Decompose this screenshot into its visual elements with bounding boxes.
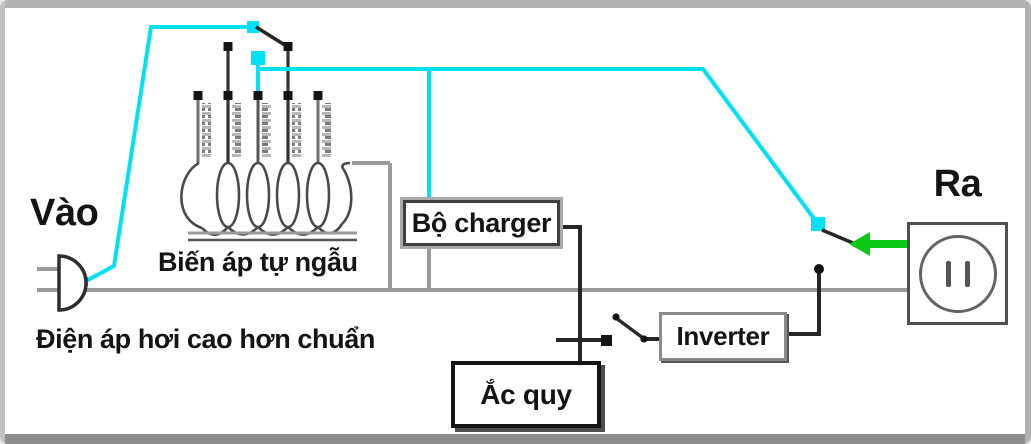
tap-label [202, 103, 211, 157]
transformer-label: Biến áp tự ngẫu [158, 247, 358, 277]
charger-label: Bộ charger [411, 207, 552, 238]
inverter-output-wire [787, 272, 821, 336]
relay-arm [821, 228, 854, 245]
coil-loop [275, 161, 301, 229]
tap-terminal [253, 91, 263, 100]
autotransformer-icon [180, 48, 357, 242]
feed-arrow-icon [849, 232, 870, 256]
relay-inverter-contact-dot [814, 264, 824, 274]
feed-arrow-shaft [866, 240, 908, 248]
tap-top-terminal [283, 42, 293, 51]
input-live-wire [85, 25, 253, 283]
input-label: Vào [30, 192, 99, 234]
tap-pickup-node [251, 51, 265, 65]
outlet-icon [918, 234, 997, 313]
tap-top-terminal [223, 42, 233, 51]
tap-label [322, 103, 331, 157]
tap-label [232, 103, 241, 157]
tap-terminal [223, 91, 233, 100]
frame-border-right [1025, 0, 1031, 444]
stabilized-live-wire [258, 67, 820, 226]
outlet-slot [945, 260, 951, 287]
battery-switch-arm [614, 316, 645, 340]
plug-icon [57, 254, 88, 312]
frame-border-bottom [0, 434, 1031, 444]
transformer-return-wire [352, 161, 392, 288]
battery-switch-dot [640, 335, 648, 343]
inverter-box: Inverter [659, 312, 787, 361]
frame-border-left [0, 0, 5, 444]
battery-switch-contact [601, 335, 612, 346]
coil-loop [245, 161, 271, 229]
tap-label [292, 103, 301, 157]
terminals [193, 42, 824, 346]
coil-left-arc [180, 161, 203, 230]
tap-terminal [313, 91, 323, 100]
outlet-slot [964, 260, 970, 287]
coil-right-arc [341, 161, 353, 225]
relay-live-contact [811, 217, 825, 231]
tap-terminal [193, 91, 203, 100]
neutral-wires [37, 161, 907, 292]
battery-box: Ắc quy [451, 361, 601, 428]
live-nodes [247, 21, 825, 231]
output-label: Ra [933, 163, 982, 205]
output-socket [907, 222, 1008, 325]
selector-pivot-node [247, 21, 259, 33]
charger-box: Bộ charger [400, 197, 563, 249]
coil-loop [305, 161, 331, 229]
live-wires [85, 25, 820, 283]
battery-switch-pivot-dot [612, 313, 620, 321]
coil-loop [215, 161, 241, 229]
input-condition-note: Điện áp hơi cao hơn chuẩn [36, 324, 375, 354]
frame-border-top [0, 0, 1031, 8]
battery-label: Ắc quy [480, 378, 572, 410]
tap-selector-arm [255, 25, 289, 49]
tap-terminal [283, 91, 293, 100]
tap-label [262, 103, 271, 157]
inverter-label: Inverter [676, 321, 770, 351]
dc-wires [255, 25, 854, 361]
